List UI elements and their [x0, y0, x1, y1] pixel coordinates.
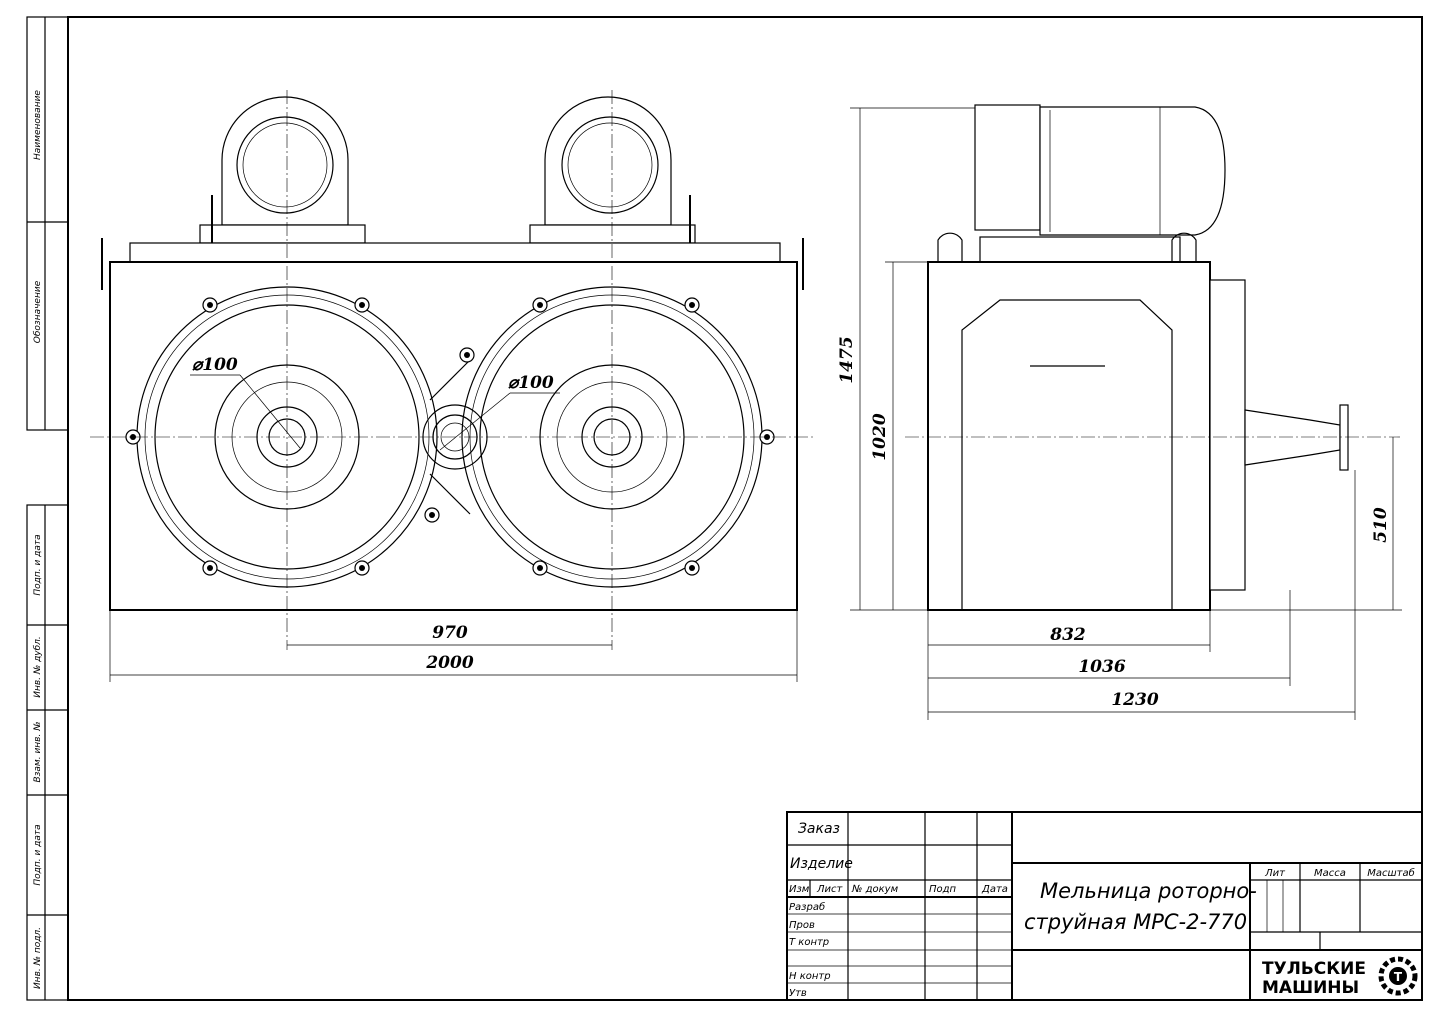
dim-1475: 1475: [837, 336, 857, 383]
col-list: Лист: [816, 884, 844, 895]
svg-text:Т: Т: [1394, 970, 1403, 984]
dim-970: 970: [432, 623, 468, 643]
label-lit: Лит: [1264, 868, 1286, 879]
side-view: 1475 1020 510 832 1036 1230: [837, 104, 1402, 720]
title-line-2: струйная МРС-2-770: [1024, 910, 1247, 934]
front-view: ⌀100 ⌀100 970 2000: [90, 90, 815, 682]
label-masshtab: Масштаб: [1367, 867, 1415, 879]
row-razrab: Разраб: [789, 901, 825, 913]
side-stamp: Наименование Обозначение Подп. и дата Ин…: [26, 16, 69, 1001]
clamp-bolts: [125, 297, 775, 576]
mill-body-side: [927, 261, 1211, 611]
fan-left: [199, 96, 366, 244]
label-izdelie: Изделие: [790, 856, 853, 872]
stamp-inv-dubl: Инв. № дубл.: [33, 636, 43, 698]
motor-fan-cover: [974, 104, 1041, 231]
fan-right: [529, 96, 696, 244]
col-data: Дата: [981, 884, 1008, 895]
diameter-label-left: ⌀100: [192, 355, 238, 375]
motor: [1039, 106, 1226, 236]
dim-1036: 1036: [1078, 657, 1125, 677]
outlet-cone: [1244, 409, 1341, 466]
label-zakaz: Заказ: [798, 821, 840, 837]
gear-logo-icon: Т: [1378, 956, 1418, 996]
stamp-podp-data-1: Подп. и дата: [33, 534, 43, 595]
stamp-naimenovanie: Наименование: [33, 90, 43, 160]
row-utv: Утв: [789, 988, 807, 999]
dim-510: 510: [1371, 507, 1391, 543]
row-n-kontr: Н контр: [789, 971, 831, 982]
diameter-label-right: ⌀100: [508, 373, 554, 393]
label-massa: Масса: [1314, 868, 1346, 879]
col-dokum: № докум: [851, 884, 899, 895]
side-flange: [1209, 279, 1246, 591]
col-izm: Изм: [789, 884, 810, 895]
dim-2000: 2000: [425, 653, 473, 673]
stamp-podp-data-2: Подп. и дата: [33, 824, 43, 885]
col-podp: Подп: [929, 884, 957, 895]
company-logo: ТУЛЬСКИЕ МАШИНЫ Т: [1262, 956, 1418, 998]
stamp-inv-podl: Инв. № подл.: [33, 927, 43, 989]
row-t-kontr: Т контр: [789, 937, 829, 948]
title-line-1: Мельница роторно-: [1040, 879, 1257, 903]
dim-1020: 1020: [870, 413, 890, 460]
side-panel: [961, 299, 1173, 610]
dim-1230: 1230: [1111, 690, 1158, 710]
title-block: Заказ Изделие Изм Лист № докум Подп Дата…: [786, 811, 1423, 1001]
row-prov: Пров: [789, 920, 815, 931]
dim-832: 832: [1049, 625, 1086, 645]
mill-body-front: [109, 261, 798, 611]
logo-line-2: МАШИНЫ: [1262, 978, 1359, 998]
stamp-vzam-inv: Взам. инв. №: [33, 721, 43, 782]
stamp-oboznachenie: Обозначение: [33, 280, 43, 343]
logo-line-1: ТУЛЬСКИЕ: [1262, 959, 1366, 979]
